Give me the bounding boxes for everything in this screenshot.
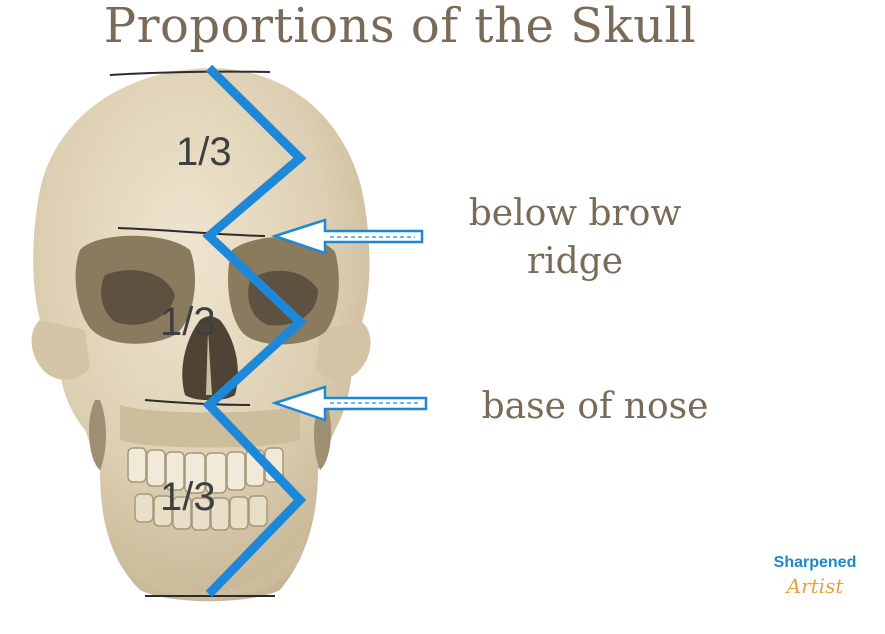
sharpened-artist-logo: Sharpened Artist bbox=[760, 540, 880, 630]
brow-arrow bbox=[271, 218, 424, 255]
left-cheekbone bbox=[31, 320, 90, 380]
logo-line1: Sharpened bbox=[773, 554, 857, 571]
brow-ridge-label-line2: ridge bbox=[526, 241, 624, 282]
right-cheekbone bbox=[316, 322, 371, 380]
top-of-skull-line bbox=[109, 70, 271, 76]
nose-base-line bbox=[144, 399, 251, 406]
nasal-cavity bbox=[182, 316, 238, 401]
upper-third-label: 1/3 bbox=[176, 130, 232, 174]
lower-third-label: 1/3 bbox=[160, 475, 216, 519]
skull-illustration bbox=[31, 68, 371, 602]
upper-teeth bbox=[127, 447, 284, 494]
nose-arrow bbox=[271, 385, 428, 422]
middle-third-label: 1/3 bbox=[160, 300, 216, 344]
guide-lines bbox=[109, 70, 275, 597]
lower-teeth bbox=[134, 493, 268, 531]
mandible bbox=[110, 520, 310, 600]
page-title: Proportions of the Skull bbox=[103, 0, 697, 54]
brow-ridge-label-line1: below brow bbox=[468, 193, 682, 234]
thirds-zigzag bbox=[202, 64, 307, 598]
logo-line2: Artist bbox=[786, 574, 844, 598]
brow-ridge-label: below brow ridge bbox=[440, 190, 710, 286]
brow-ridge-line bbox=[117, 227, 266, 237]
nose-base-label: base of nose bbox=[481, 386, 709, 427]
